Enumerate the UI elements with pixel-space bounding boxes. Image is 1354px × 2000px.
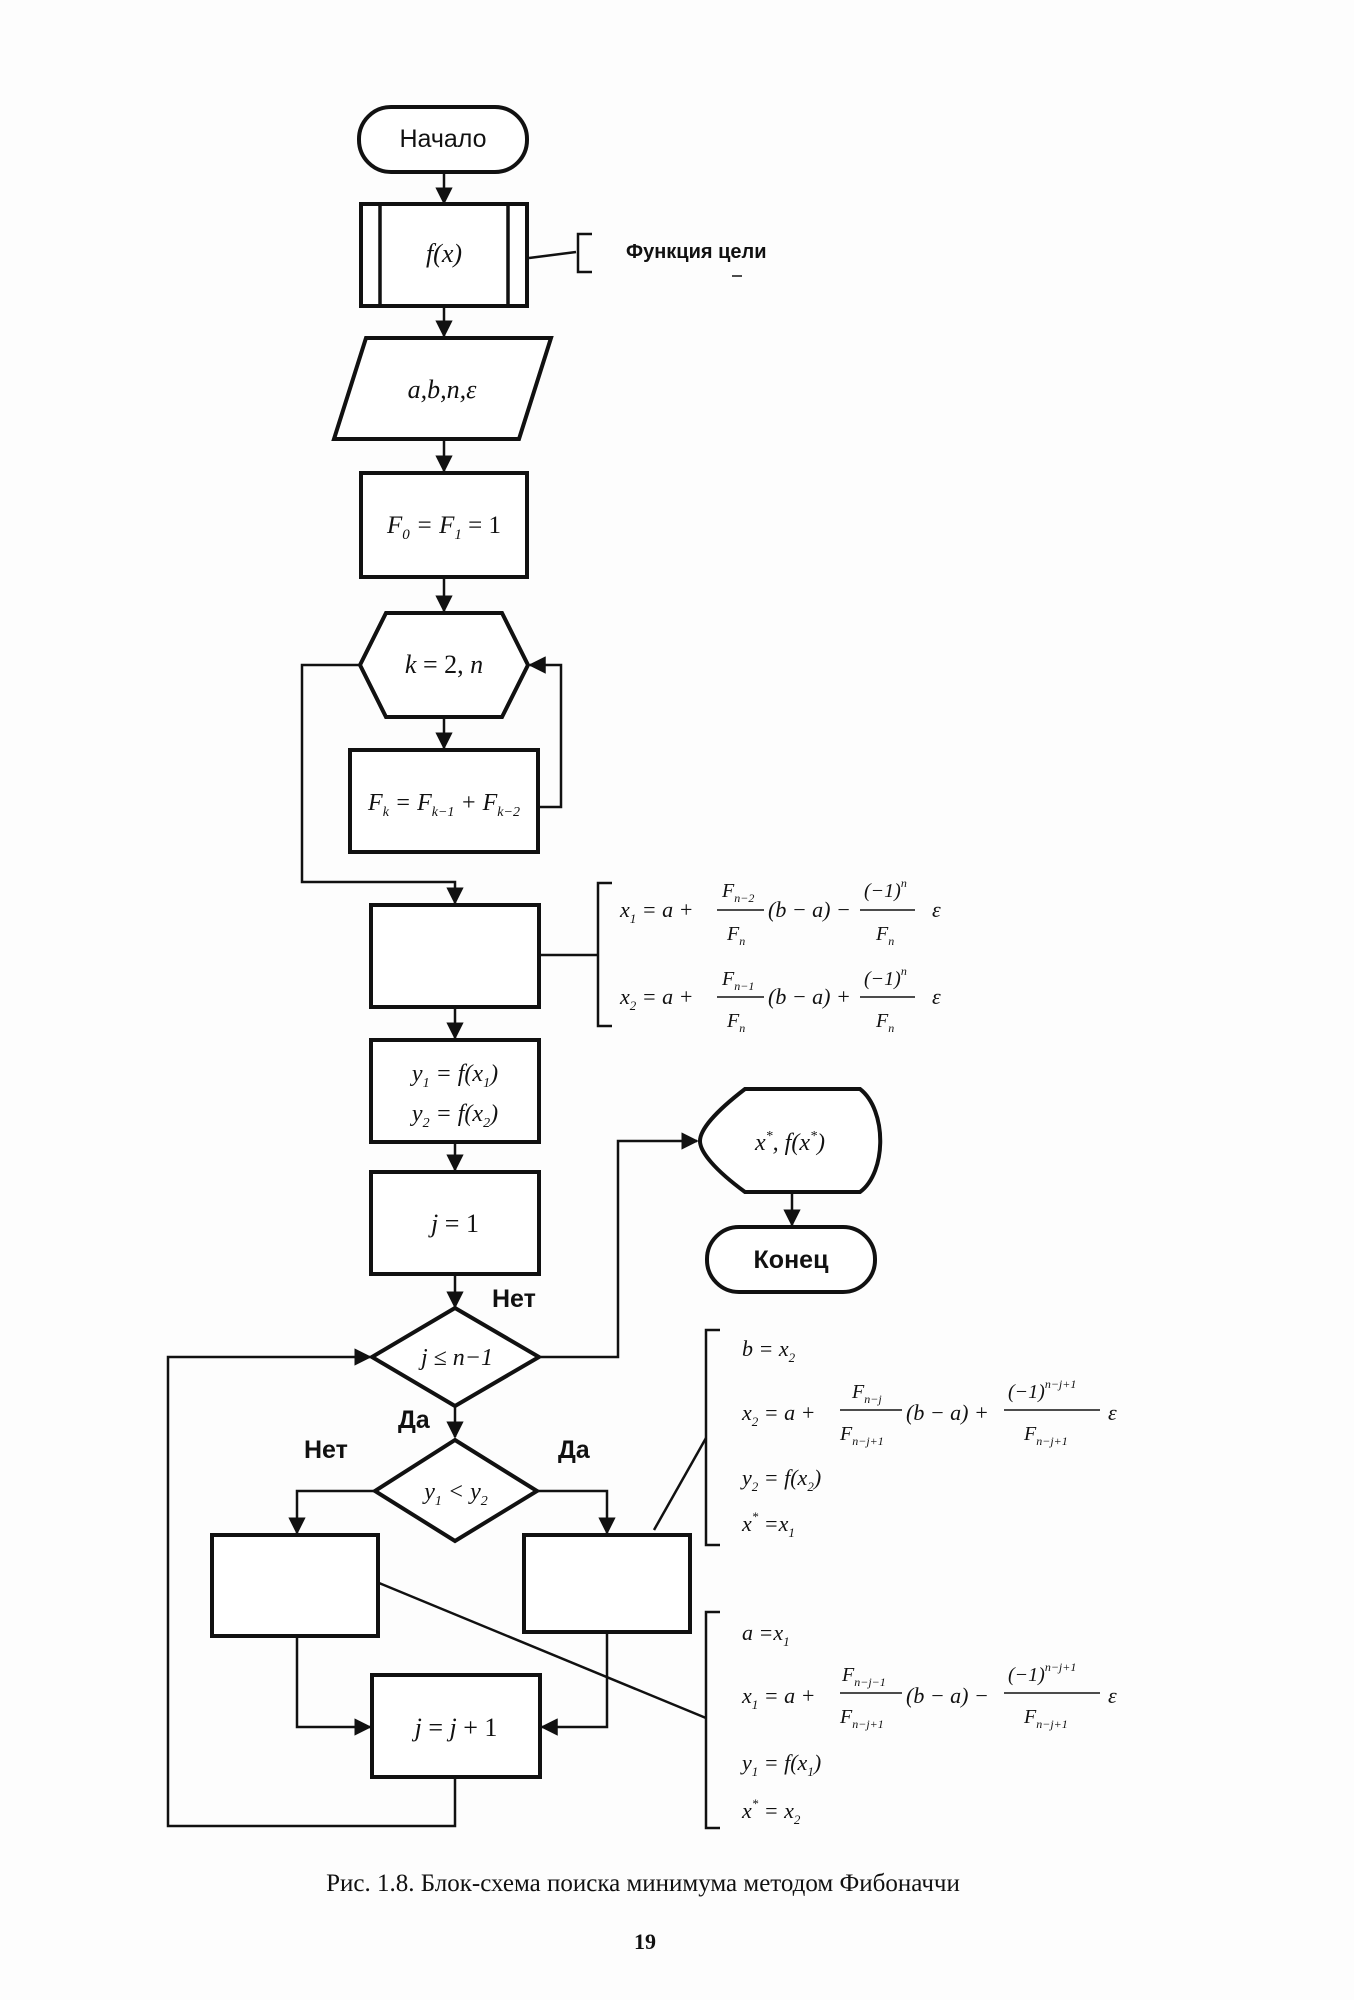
left-l1: a =x1 xyxy=(742,1620,790,1649)
j-increment-block: j = j + 1 xyxy=(370,1673,542,1779)
connectors xyxy=(166,172,801,1828)
y-compute-block: y1 = f(x1) y2 = f(x2) xyxy=(369,1038,541,1144)
svg-text:(−1)n: (−1)n xyxy=(864,876,907,902)
start-label: Начало xyxy=(399,125,486,153)
cond1-label: j ≤ n−1 xyxy=(418,1345,493,1371)
svg-text:Fn: Fn xyxy=(875,923,894,948)
page-number: 19 xyxy=(634,1929,656,1954)
left-l3: y1 = f(x1) xyxy=(740,1750,821,1779)
svg-text:ε: ε xyxy=(932,984,941,1009)
svg-text:ε: ε xyxy=(932,897,941,922)
x-formulas: x1 = a + Fn−2 Fn (b − a) − (−1)n Fn ε x2… xyxy=(596,876,941,1035)
end-label: Конец xyxy=(754,1246,830,1274)
svg-text:Fn−j: Fn−j xyxy=(851,1381,882,1406)
svg-text:Fn−1: Fn−1 xyxy=(721,968,754,993)
j-inc-label: j = j + 1 xyxy=(412,1713,498,1742)
right-l1: b = x2 xyxy=(742,1336,796,1365)
right-update-block xyxy=(522,1533,692,1634)
input-label: a,b,n,ε xyxy=(408,375,478,404)
svg-text:Fn−j+1: Fn−j+1 xyxy=(839,1706,884,1731)
svg-text:Fn: Fn xyxy=(875,1010,894,1035)
cond1-yes-label: Да xyxy=(398,1406,431,1434)
condition-j: j ≤ n−1 Нет Да xyxy=(368,1285,543,1434)
j-init-label: j = 1 xyxy=(428,1209,479,1238)
svg-text:(b − a) −: (b − a) − xyxy=(906,1683,989,1708)
left-block-formulas: a =x1 x1 = a + Fn−j−1 Fn−j+1 (b − a) − (… xyxy=(704,1610,1117,1830)
left-update-block xyxy=(210,1533,380,1638)
right-l2: x2 = a + xyxy=(741,1400,815,1429)
end-terminal: Конец xyxy=(705,1225,877,1294)
svg-text:(b − a) +: (b − a) + xyxy=(906,1400,989,1425)
output-display: x*, f(x*) xyxy=(697,1087,883,1194)
right-block-formulas: b = x2 x2 = a + Fn−j Fn−j+1 (b − a) + (−… xyxy=(704,1328,1117,1547)
right-l4: x* =x1 xyxy=(741,1509,795,1540)
cond2-yes-label: Да xyxy=(558,1436,591,1464)
svg-text:Fn−j+1: Fn−j+1 xyxy=(1023,1706,1068,1731)
input-block: a,b,n,ε xyxy=(331,336,554,441)
x-compute-block xyxy=(369,903,541,1009)
svg-text:Fn−2: Fn−2 xyxy=(721,880,754,905)
function-note-label: Функция цели xyxy=(626,241,767,263)
formula-x1: x1 = a + xyxy=(619,897,693,926)
cond1-no-label: Нет xyxy=(492,1285,536,1313)
formula-x2: x2 = a + xyxy=(619,984,693,1013)
j-init-block: j = 1 xyxy=(369,1170,541,1276)
loop-label: k = 2, n xyxy=(405,650,483,679)
svg-text:ε: ε xyxy=(1108,1683,1117,1708)
svg-text:Fn−j+1: Fn−j+1 xyxy=(1023,1423,1068,1448)
cond2-label: y1 < y2 xyxy=(422,1479,488,1509)
left-l2: x1 = a + xyxy=(741,1683,815,1712)
right-l3: y2 = f(x2) xyxy=(740,1465,821,1494)
svg-text:Fn: Fn xyxy=(726,923,745,948)
start-terminal: Начало xyxy=(357,105,529,174)
svg-text:(−1)n: (−1)n xyxy=(864,964,907,990)
function-block: f(x) xyxy=(359,202,529,308)
condition-y: y1 < y2 Нет Да xyxy=(304,1436,591,1544)
loop-hexagon: k = 2, n xyxy=(357,611,531,719)
svg-text:(−1)n−j+1: (−1)n−j+1 xyxy=(1008,1377,1076,1403)
svg-text:(b − a) −: (b − a) − xyxy=(768,897,851,922)
function-label: f(x) xyxy=(426,239,462,268)
fib-block: Fk = Fk−1 + Fk−2 xyxy=(348,748,540,854)
left-l4: x* = x2 xyxy=(741,1796,801,1827)
svg-text:Fn−j+1: Fn−j+1 xyxy=(839,1423,884,1448)
cond2-no-label: Нет xyxy=(304,1436,348,1464)
svg-text:(−1)n−j+1: (−1)n−j+1 xyxy=(1008,1660,1076,1686)
function-note: Функция цели xyxy=(576,232,767,277)
init-block: F0 = F1 = 1 xyxy=(359,471,529,579)
svg-text:ε: ε xyxy=(1108,1400,1117,1425)
svg-text:Fn: Fn xyxy=(726,1010,745,1035)
svg-text:(b − a) +: (b − a) + xyxy=(768,984,851,1009)
svg-text:Fn−j−1: Fn−j−1 xyxy=(841,1664,886,1689)
figure-caption: Рис. 1.8. Блок-схема поиска минимума мет… xyxy=(326,1870,960,1897)
